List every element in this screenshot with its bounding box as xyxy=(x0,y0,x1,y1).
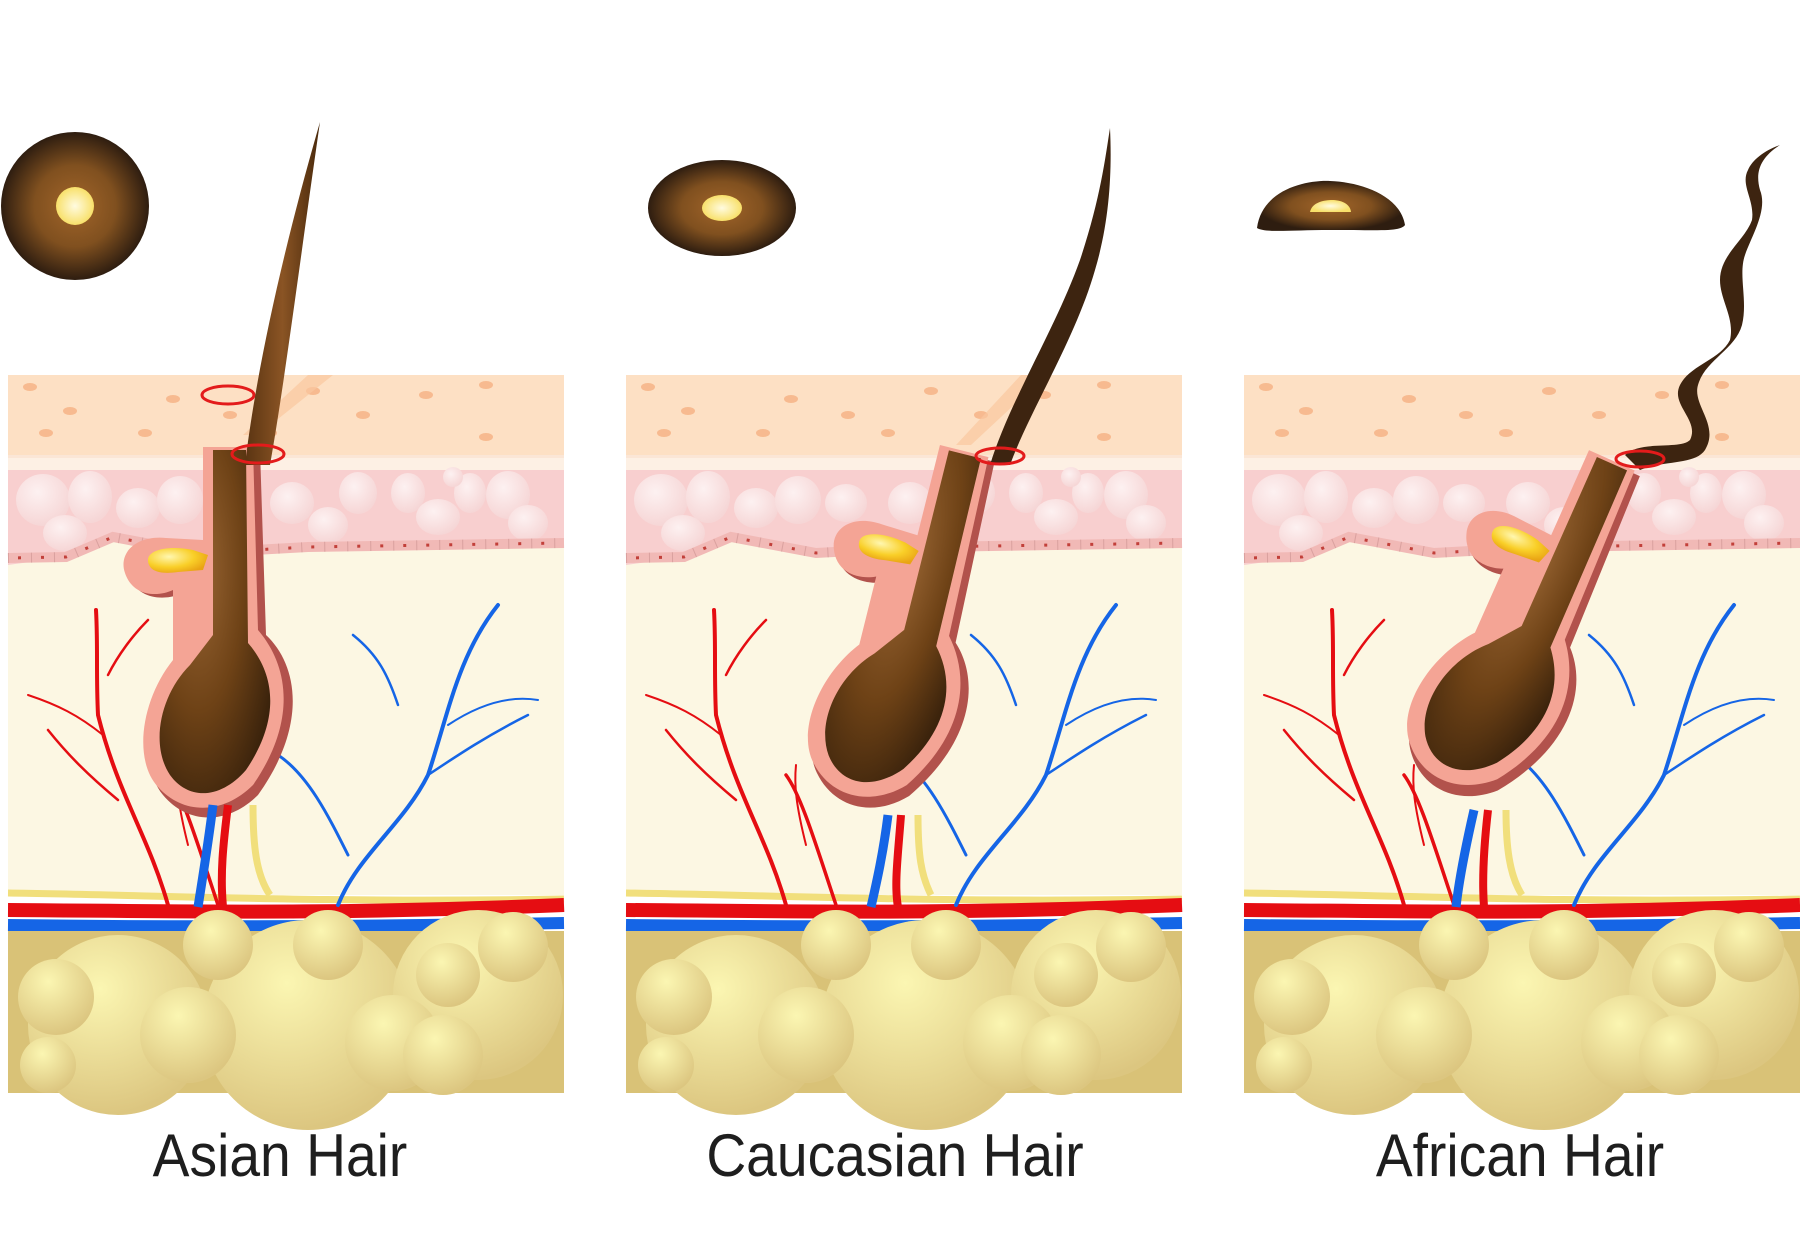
cross-section-oval xyxy=(648,160,796,256)
cross-section-flat xyxy=(1257,180,1405,231)
label-caucasian-hair: Caucasian Hair xyxy=(706,1122,1084,1189)
follicle-opening-rim xyxy=(1614,449,1666,469)
follicle xyxy=(807,445,995,808)
label-african-hair: African Hair xyxy=(1375,1122,1665,1189)
panel-asian xyxy=(1,122,564,1130)
skin-block-asian xyxy=(8,375,564,1130)
skin-block-caucasian xyxy=(626,375,1182,1130)
label-asian-hair: Asian Hair xyxy=(152,1122,408,1189)
follicle-opening-rim xyxy=(974,446,1026,466)
panel-caucasian xyxy=(626,128,1182,1130)
follicle-opening-rim xyxy=(230,443,286,465)
follicle xyxy=(1407,450,1640,797)
cross-section-round xyxy=(1,132,149,280)
follicle xyxy=(123,384,293,818)
skin-block-african xyxy=(1244,375,1800,1130)
hair-shaft-straight xyxy=(245,122,320,465)
panel-african xyxy=(1244,145,1800,1130)
